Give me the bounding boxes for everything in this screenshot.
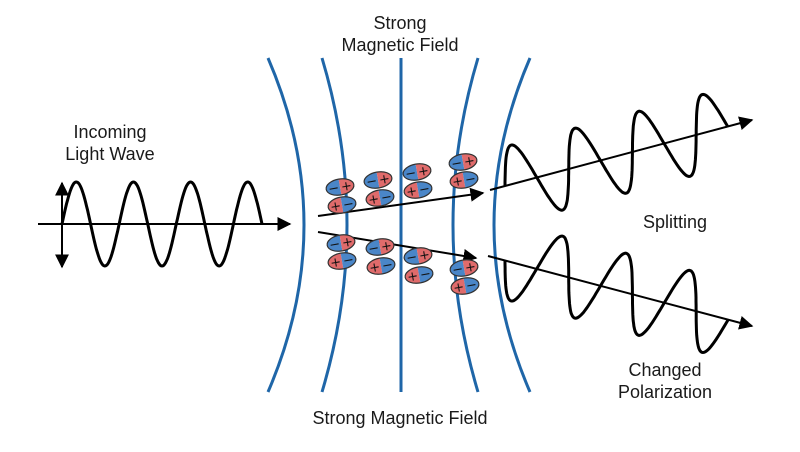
lower-outgoing-axis [487,255,754,330]
upper-outgoing-axis [489,116,754,191]
particle-charge-symbol: − [464,172,477,189]
particle-charge-symbol: − [451,262,464,279]
particle-outline [403,247,433,265]
dipole-particle: +− [403,181,433,201]
particle-outline [403,181,433,199]
particle-outline [327,252,357,270]
label-splitting: Splitting [642,212,708,232]
particle-charge-symbol: + [417,164,430,181]
particle-charge-symbol: − [365,174,378,191]
dipole-particle: +− [404,266,434,286]
particle-charge-symbol: − [381,258,394,275]
particle-charge-symbol: + [463,154,476,171]
dipole-particle: −+ [325,178,355,198]
particle-charge-symbol: + [341,235,354,252]
particle-charge-symbol: − [342,253,355,270]
label-bottom-magnetic-field: Strong Magnetic Field [312,408,488,428]
particle-outline [449,259,479,277]
dipole-particle: +− [365,189,395,209]
dipole-particle: +− [327,252,357,272]
particle-charge-symbol: − [380,190,393,207]
particle-charge-symbol: + [367,192,380,209]
particle-charge-symbol: − [418,182,431,199]
particle-outline [327,196,357,214]
split-beams [317,92,754,355]
particle-charge-symbol: + [329,255,342,272]
dipole-particle: +− [366,257,396,277]
particle-charge-symbol: − [328,237,341,254]
particle-charge-symbol: + [329,199,342,216]
particle-outline [402,163,432,181]
dipole-particle: −+ [403,247,433,267]
particle-outline [365,189,395,207]
particle-charge-symbol: + [464,260,477,277]
particle-charge-symbol: − [327,181,340,198]
particle-charge-symbol: − [405,250,418,267]
particle-charge-symbol: − [404,166,417,183]
label-incoming-light-wave: Incoming Light Wave [65,122,155,164]
field-line-1 [266,57,306,393]
particle-outline [365,238,395,256]
dipole-particle: +− [449,171,479,191]
particle-outline [448,153,478,171]
particle-charge-symbol: + [380,239,393,256]
particle-charge-symbol: + [452,280,465,297]
field-line-4 [451,57,480,393]
dipole-particle: −+ [449,259,479,279]
particle-charge-symbol: − [465,278,478,295]
particle-charge-symbol: − [367,241,380,258]
particle-charge-symbol: + [368,260,381,277]
incoming-light-wave [38,180,292,269]
particle-outline [449,171,479,189]
particle-charge-symbol: + [406,269,419,286]
particle-outline [366,257,396,275]
particle-charge-symbol: − [342,197,355,214]
particle-outline [326,234,356,252]
dipole-particle: +− [327,196,357,216]
dipole-particle: +− [450,277,480,297]
dipole-particle: −+ [402,163,432,183]
particle-outline [363,171,393,189]
particle-charge-symbol: + [340,179,353,196]
incoming-wave-curve [60,180,264,268]
field-line-2 [320,57,349,393]
particle-charge-symbol: + [378,172,391,189]
upper-outgoing-wave [503,92,730,212]
particle-outline [325,178,355,196]
dipole-particle: −+ [448,153,478,173]
magnetic-field-lines [266,57,532,393]
label-changed-polarization: Changed Polarization [617,360,713,402]
particle-charge-symbol: − [450,156,463,173]
dipole-particle: −+ [363,171,393,191]
dipole-particle: −+ [326,234,356,254]
particle-charge-symbol: + [405,184,418,201]
charged-particles: −++−−++−−++−−++−−++−−++−−++−−++− [325,153,480,297]
dipole-particle: −+ [365,238,395,258]
label-top-magnetic-field: Strong Magnetic Field [341,13,459,55]
particle-charge-symbol: + [451,174,464,191]
particle-outline [450,277,480,295]
lower-outgoing-wave [503,234,730,355]
particle-outline [404,266,434,284]
particle-charge-symbol: − [419,267,432,284]
field-line-5 [492,57,532,393]
particle-charge-symbol: + [418,248,431,265]
